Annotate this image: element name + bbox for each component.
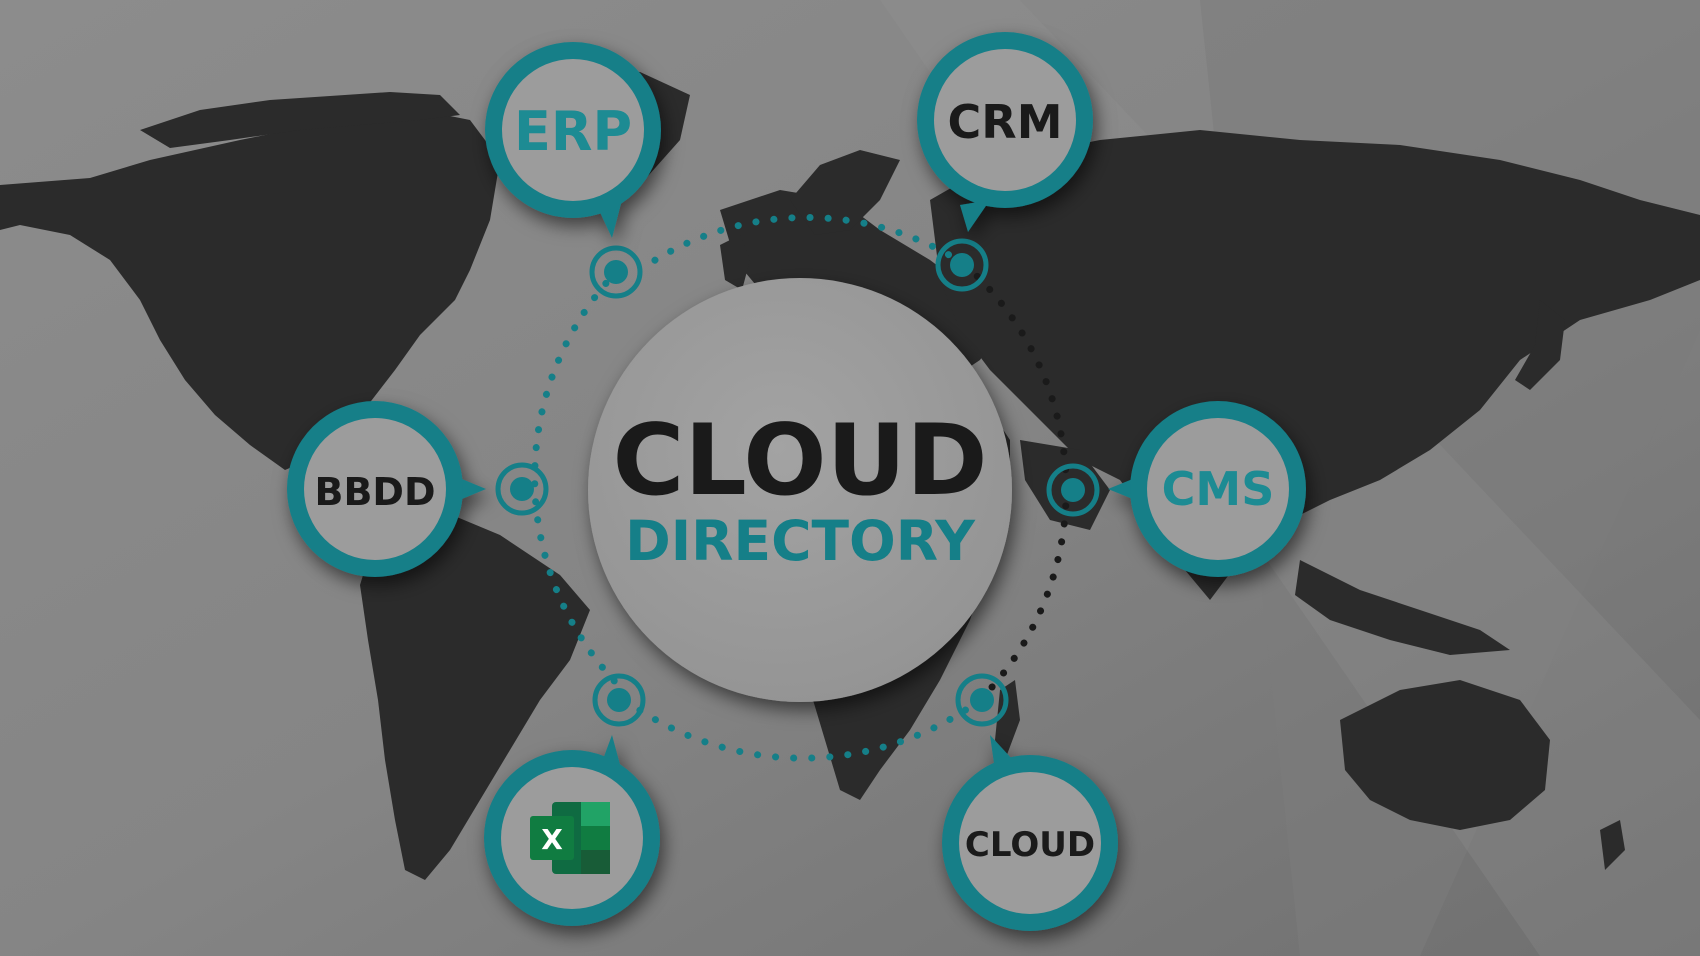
anchor-crm — [935, 238, 989, 292]
map-asia — [930, 130, 1700, 580]
anchor-excel — [592, 673, 646, 727]
node-excel: X — [484, 735, 660, 926]
map-southeast-asia — [1295, 560, 1510, 655]
node-cloud: CLOUD — [942, 735, 1118, 931]
node-crm-label: CRM — [948, 95, 1063, 149]
map-madagascar — [995, 680, 1020, 760]
center-title: CLOUD — [612, 404, 987, 518]
map-uk — [720, 235, 750, 290]
anchor-erp — [589, 245, 643, 299]
map-scandinavia — [790, 150, 900, 235]
orbit-arc-right — [960, 260, 1070, 704]
node-bbdd: BBDD — [287, 401, 486, 577]
node-crm: CRM — [917, 32, 1093, 232]
node-cms: CMS — [1108, 401, 1306, 577]
excel-icon-letter: X — [541, 823, 563, 856]
anchors — [495, 238, 1100, 727]
orbit-arc-bottom — [621, 696, 984, 762]
map-new-zealand — [1600, 820, 1625, 870]
anchor-cms — [1046, 463, 1100, 517]
map-north-america — [0, 110, 500, 470]
anchor-cloud — [955, 673, 1009, 727]
orbit — [531, 213, 1070, 762]
node-cloud-label: CLOUD — [965, 825, 1095, 865]
node-erp-label: ERP — [514, 100, 632, 163]
node-bbdd-label: BBDD — [314, 470, 435, 514]
node-erp: ERP — [485, 42, 661, 238]
map-arctic-islands — [140, 92, 460, 148]
map-south-america — [360, 510, 590, 880]
center-subtitle: DIRECTORY — [625, 509, 976, 573]
anchor-bbdd — [495, 462, 549, 516]
node-cms-label: CMS — [1162, 462, 1275, 516]
orbit-arc-left — [531, 266, 629, 696]
excel-icon: X — [530, 802, 610, 874]
center-hub: CLOUD DIRECTORY — [588, 278, 1012, 702]
map-australia — [1340, 680, 1550, 830]
map-japan — [1515, 300, 1565, 390]
